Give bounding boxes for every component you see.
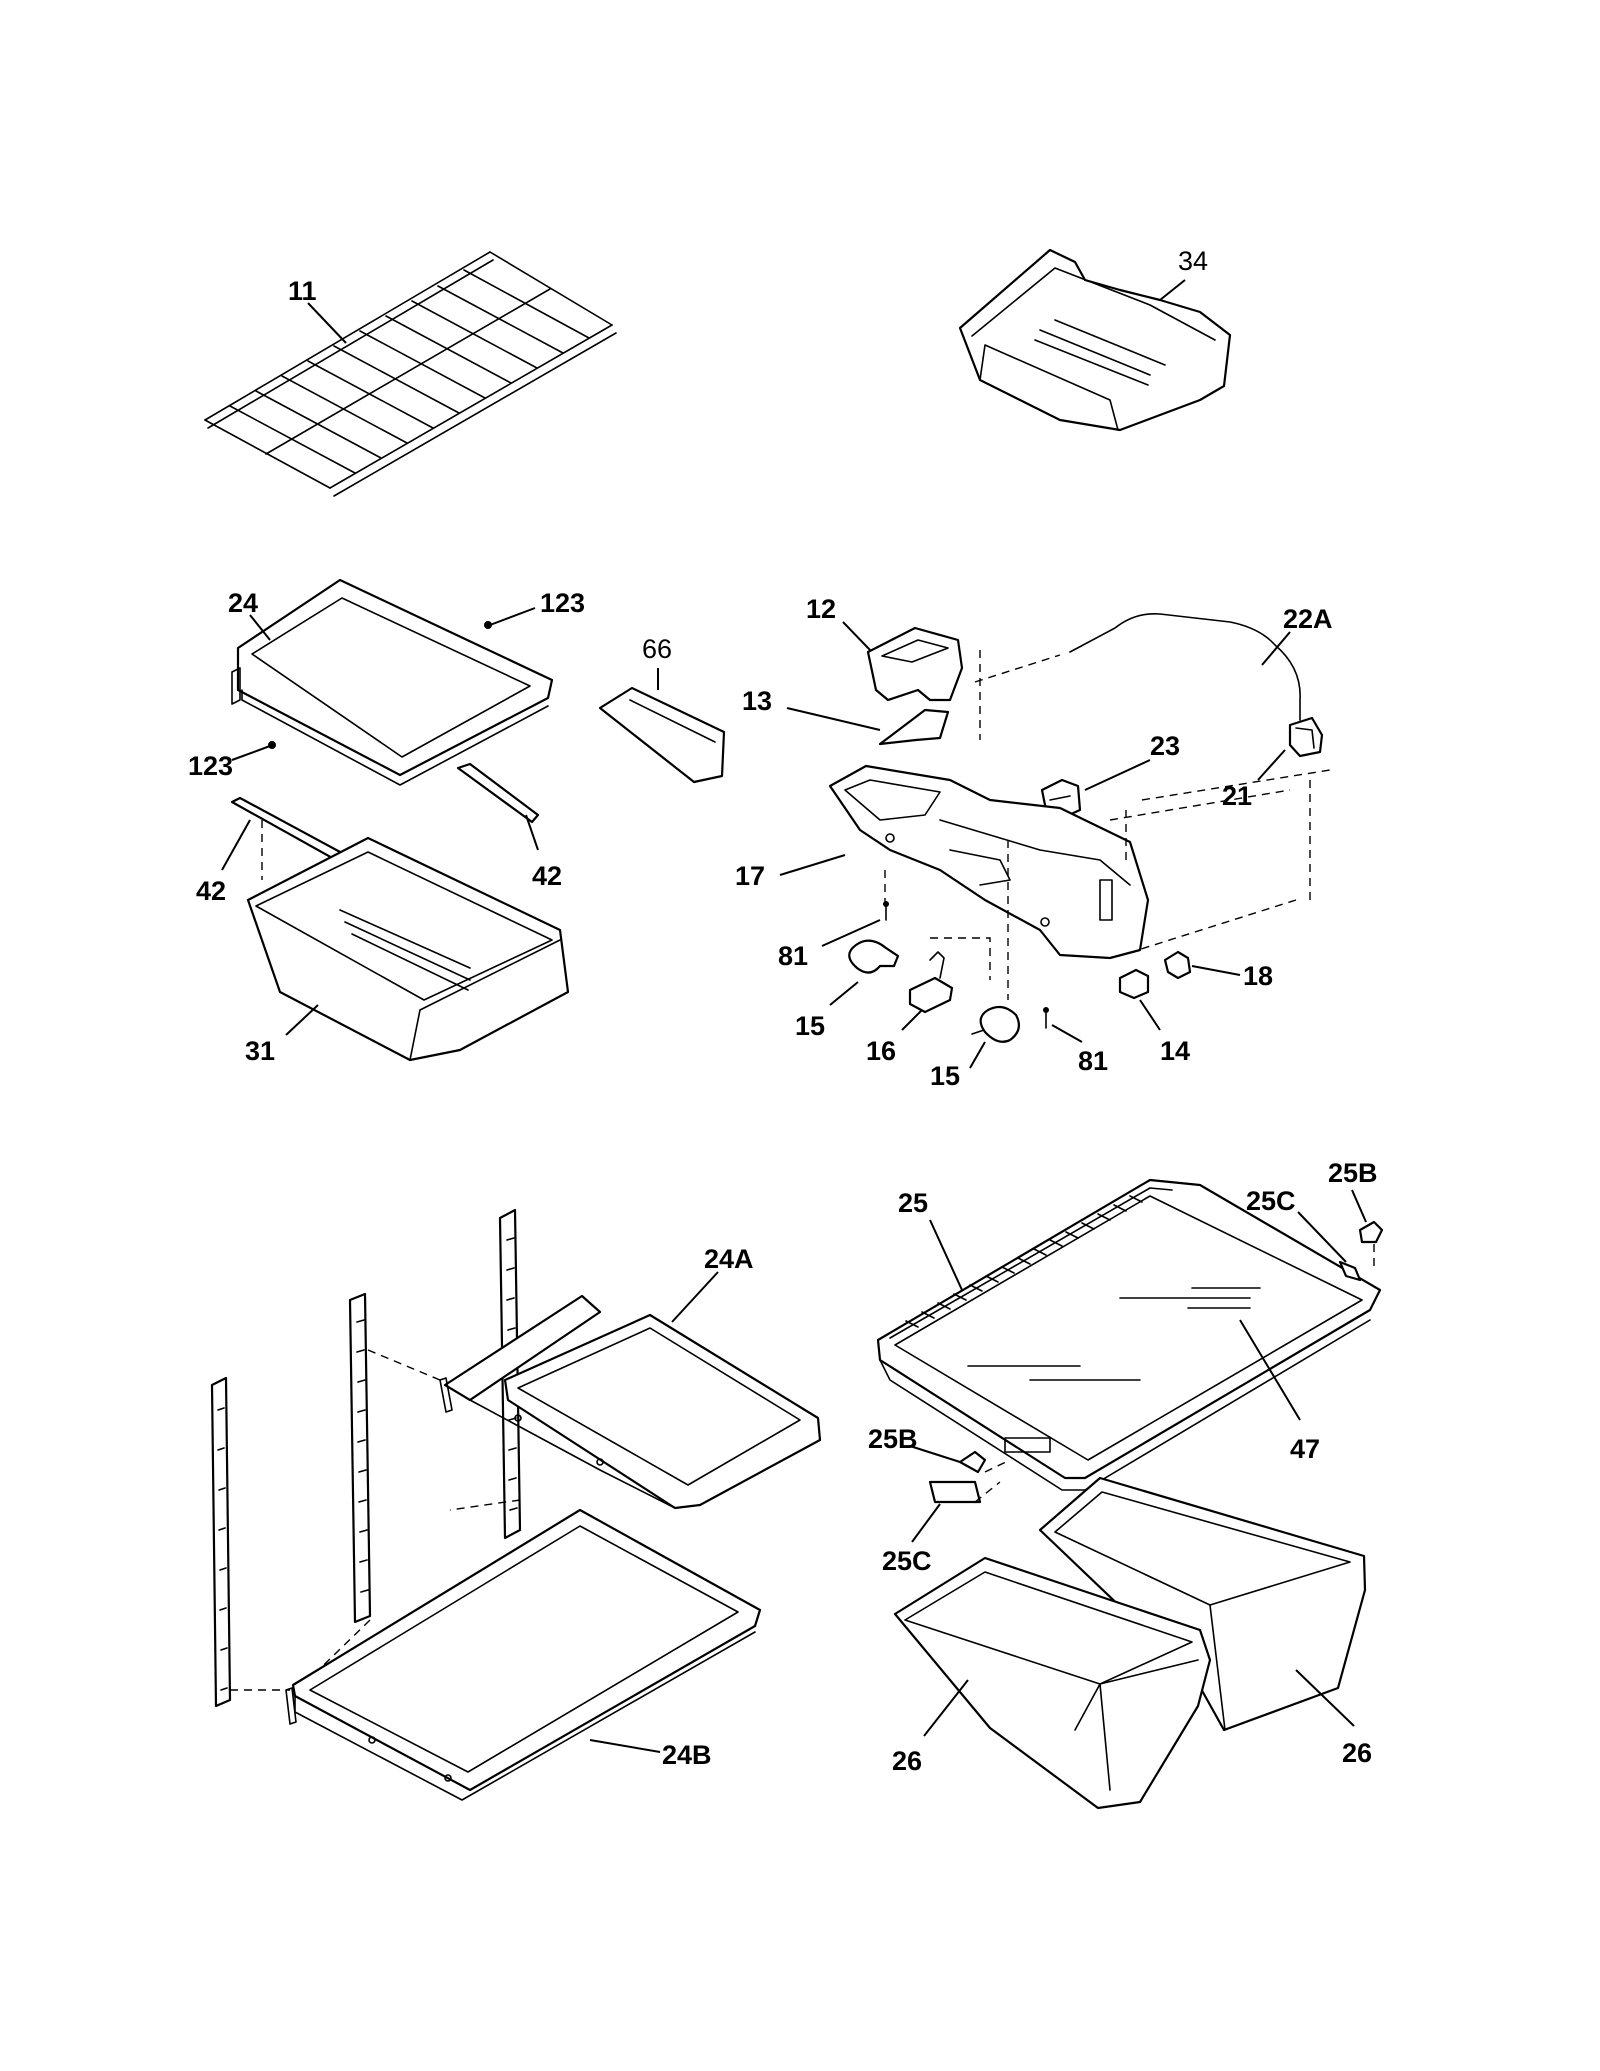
label-42-left: 42 xyxy=(196,819,251,906)
label-23: 23 xyxy=(1084,731,1180,791)
label-25b-low: 25B xyxy=(868,1424,961,1463)
label-81-bottom-text: 81 xyxy=(1078,1046,1108,1076)
cantilever-shelf-24a xyxy=(439,1294,822,1510)
label-14: 14 xyxy=(1139,999,1190,1066)
crisper-drawer xyxy=(246,836,570,1062)
crisper-cover xyxy=(876,1178,1382,1491)
label-24: 24 xyxy=(228,588,271,641)
label-25: 25 xyxy=(898,1188,963,1291)
label-25c-top-text: 25C xyxy=(1246,1186,1296,1216)
label-26-right: 26 xyxy=(1295,1669,1372,1768)
wire-shelf xyxy=(204,251,617,497)
label-14-text: 14 xyxy=(1160,1036,1190,1066)
label-24-text: 24 xyxy=(228,588,258,618)
label-17: 17 xyxy=(735,854,846,891)
crisper-cover-shelf xyxy=(231,578,554,786)
label-22a: 22A xyxy=(1261,604,1333,666)
lamp-socket xyxy=(908,951,954,1014)
label-18: 18 xyxy=(1191,961,1273,991)
label-11: 11 xyxy=(288,276,347,344)
control-knob-housing xyxy=(866,626,964,702)
label-47: 47 xyxy=(1239,1319,1320,1464)
label-24a-text: 24A xyxy=(704,1244,754,1274)
label-26-left-text: 26 xyxy=(892,1746,922,1776)
label-31: 31 xyxy=(245,1004,319,1066)
label-25b-low-text: 25B xyxy=(868,1424,918,1454)
label-13: 13 xyxy=(742,686,881,731)
label-25c-low: 25C xyxy=(882,1503,941,1576)
connector xyxy=(1288,716,1324,758)
label-18-text: 18 xyxy=(1243,961,1273,991)
screws xyxy=(883,901,1049,1029)
label-25c-top: 25C xyxy=(1246,1186,1347,1263)
damper xyxy=(878,708,950,746)
label-13-text: 13 xyxy=(742,686,772,716)
label-81-top-text: 81 xyxy=(778,941,808,971)
wiring-harness xyxy=(974,612,1301,721)
label-24a: 24A xyxy=(671,1244,754,1323)
label-66-text: 66 xyxy=(642,634,672,664)
label-123-left: 123 xyxy=(188,741,276,781)
label-26-left: 26 xyxy=(892,1679,969,1776)
cover-brackets xyxy=(928,1220,1384,1504)
label-34-text: 34 xyxy=(1178,246,1208,276)
label-81-top: 81 xyxy=(778,919,881,971)
label-15-bottom: 15 xyxy=(930,1041,986,1091)
cantilever-shelf-24b xyxy=(285,1508,762,1801)
label-25b-top-text: 25B xyxy=(1328,1158,1378,1188)
label-123-top: 123 xyxy=(484,588,585,629)
label-12: 12 xyxy=(806,594,871,651)
label-26-right-text: 26 xyxy=(1342,1738,1372,1768)
knob xyxy=(1163,950,1192,980)
label-21-text: 21 xyxy=(1222,781,1252,811)
label-11-text: 11 xyxy=(288,276,317,306)
light-bulbs xyxy=(848,939,1021,1043)
label-42-right-text: 42 xyxy=(532,861,562,891)
label-25b-top: 25B xyxy=(1328,1158,1378,1223)
switch xyxy=(1118,968,1150,1000)
label-47-text: 47 xyxy=(1290,1434,1320,1464)
label-16-text: 16 xyxy=(866,1036,896,1066)
crisper-pans xyxy=(893,1476,1367,1810)
label-21: 21 xyxy=(1222,749,1286,811)
label-15-bottom-text: 15 xyxy=(930,1061,960,1091)
label-31-text: 31 xyxy=(245,1036,275,1066)
label-42-right: 42 xyxy=(525,814,562,891)
housing-guide-lines xyxy=(884,650,1331,1000)
label-81-bottom: 81 xyxy=(1051,1024,1108,1076)
label-15-top: 15 xyxy=(795,981,859,1041)
label-25-text: 25 xyxy=(898,1188,928,1218)
label-12-text: 12 xyxy=(806,594,836,624)
label-42-left-text: 42 xyxy=(196,876,226,906)
label-66: 66 xyxy=(642,634,672,690)
label-22a-text: 22A xyxy=(1283,604,1333,634)
label-16: 16 xyxy=(866,1009,923,1066)
label-34: 34 xyxy=(1159,246,1208,301)
label-23-text: 23 xyxy=(1150,731,1180,761)
label-24b: 24B xyxy=(589,1739,712,1770)
label-17-text: 17 xyxy=(735,861,765,891)
storage-bin xyxy=(958,248,1232,432)
label-123-left-text: 123 xyxy=(188,751,233,781)
label-24b-text: 24B xyxy=(662,1740,712,1770)
label-25c-low-text: 25C xyxy=(882,1546,932,1576)
label-123-top-text: 123 xyxy=(540,588,585,618)
label-15-top-text: 15 xyxy=(795,1011,825,1041)
control-housing xyxy=(828,764,1150,960)
cover-trim xyxy=(598,686,726,784)
